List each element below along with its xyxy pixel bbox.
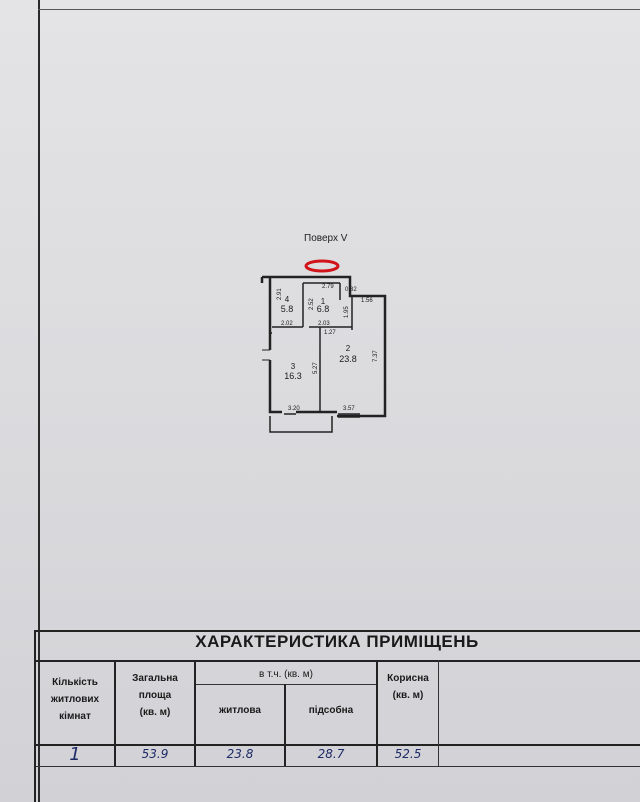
value-living: 23.8 [226, 747, 254, 761]
value-auxiliary: 28.7 [317, 747, 345, 761]
plan-balcony [269, 413, 360, 433]
room-2-area: 23.8 [339, 354, 357, 364]
header-rooms-count: Кількість житлових кімнат [50, 677, 100, 722]
room-1-number: 1 [321, 297, 326, 306]
table-rule [34, 766, 640, 767]
table-rule [114, 660, 116, 766]
value-rooms-count: 1 [69, 744, 81, 765]
characteristics-table: ХАРАКТЕРИСТИКА ПРИМІЩЕНЬ Кількість житло… [34, 630, 640, 802]
plan-walls [260, 275, 387, 418]
room-4-area: 5.8 [281, 304, 294, 314]
room-4-number: 4 [285, 295, 290, 304]
header-total-area: Загальна площа (кв. м) [132, 673, 178, 718]
room-3-number: 3 [291, 362, 296, 371]
header-useful: Корисна (кв. м) [387, 673, 429, 701]
header-living: житлова [219, 705, 261, 716]
dimension-label: 2.02 [281, 321, 293, 327]
room-2-number: 2 [346, 344, 351, 353]
value-total-area: 53.9 [141, 747, 169, 761]
dimension-label: 2.91 [277, 288, 283, 300]
dimension-label: 2.52 [309, 298, 315, 310]
header-including: в т.ч. (кв. м) [259, 669, 313, 680]
dimension-label: 2.03 [318, 321, 330, 327]
table-rule [34, 660, 640, 662]
table-rule [34, 630, 36, 802]
value-useful: 52.5 [394, 747, 422, 761]
dimension-label: 1.56 [361, 298, 373, 304]
table-rule [376, 660, 378, 766]
dimension-label: 0.82 [345, 287, 357, 293]
table-rule [194, 660, 196, 766]
dimension-label: 7.37 [373, 350, 379, 362]
red-marker-circle [304, 259, 340, 273]
dimension-label: 1.95 [344, 306, 350, 318]
frame-border-top [38, 9, 640, 10]
dimension-label: 2.79 [322, 284, 334, 290]
floor-label: Поверх V [304, 233, 348, 244]
dimension-label: 5.27 [313, 362, 319, 374]
table-title: ХАРАКТЕРИСТИКА ПРИМІЩЕНЬ [195, 632, 479, 651]
dimension-label: 1.27 [324, 330, 336, 336]
plan-door [262, 349, 270, 361]
plan-inner-walls [270, 282, 353, 412]
dimension-label: 3.20 [288, 406, 300, 412]
table-rule [34, 630, 640, 632]
room-1-area: 6.8 [317, 304, 330, 314]
table-rule [438, 660, 439, 766]
dimension-label: 3.57 [343, 406, 355, 412]
header-auxiliary: підсобна [308, 705, 354, 716]
table-rule [284, 684, 286, 766]
frame-border-left [38, 0, 40, 802]
table-rule [34, 744, 640, 746]
room-3-area: 16.3 [284, 371, 302, 381]
